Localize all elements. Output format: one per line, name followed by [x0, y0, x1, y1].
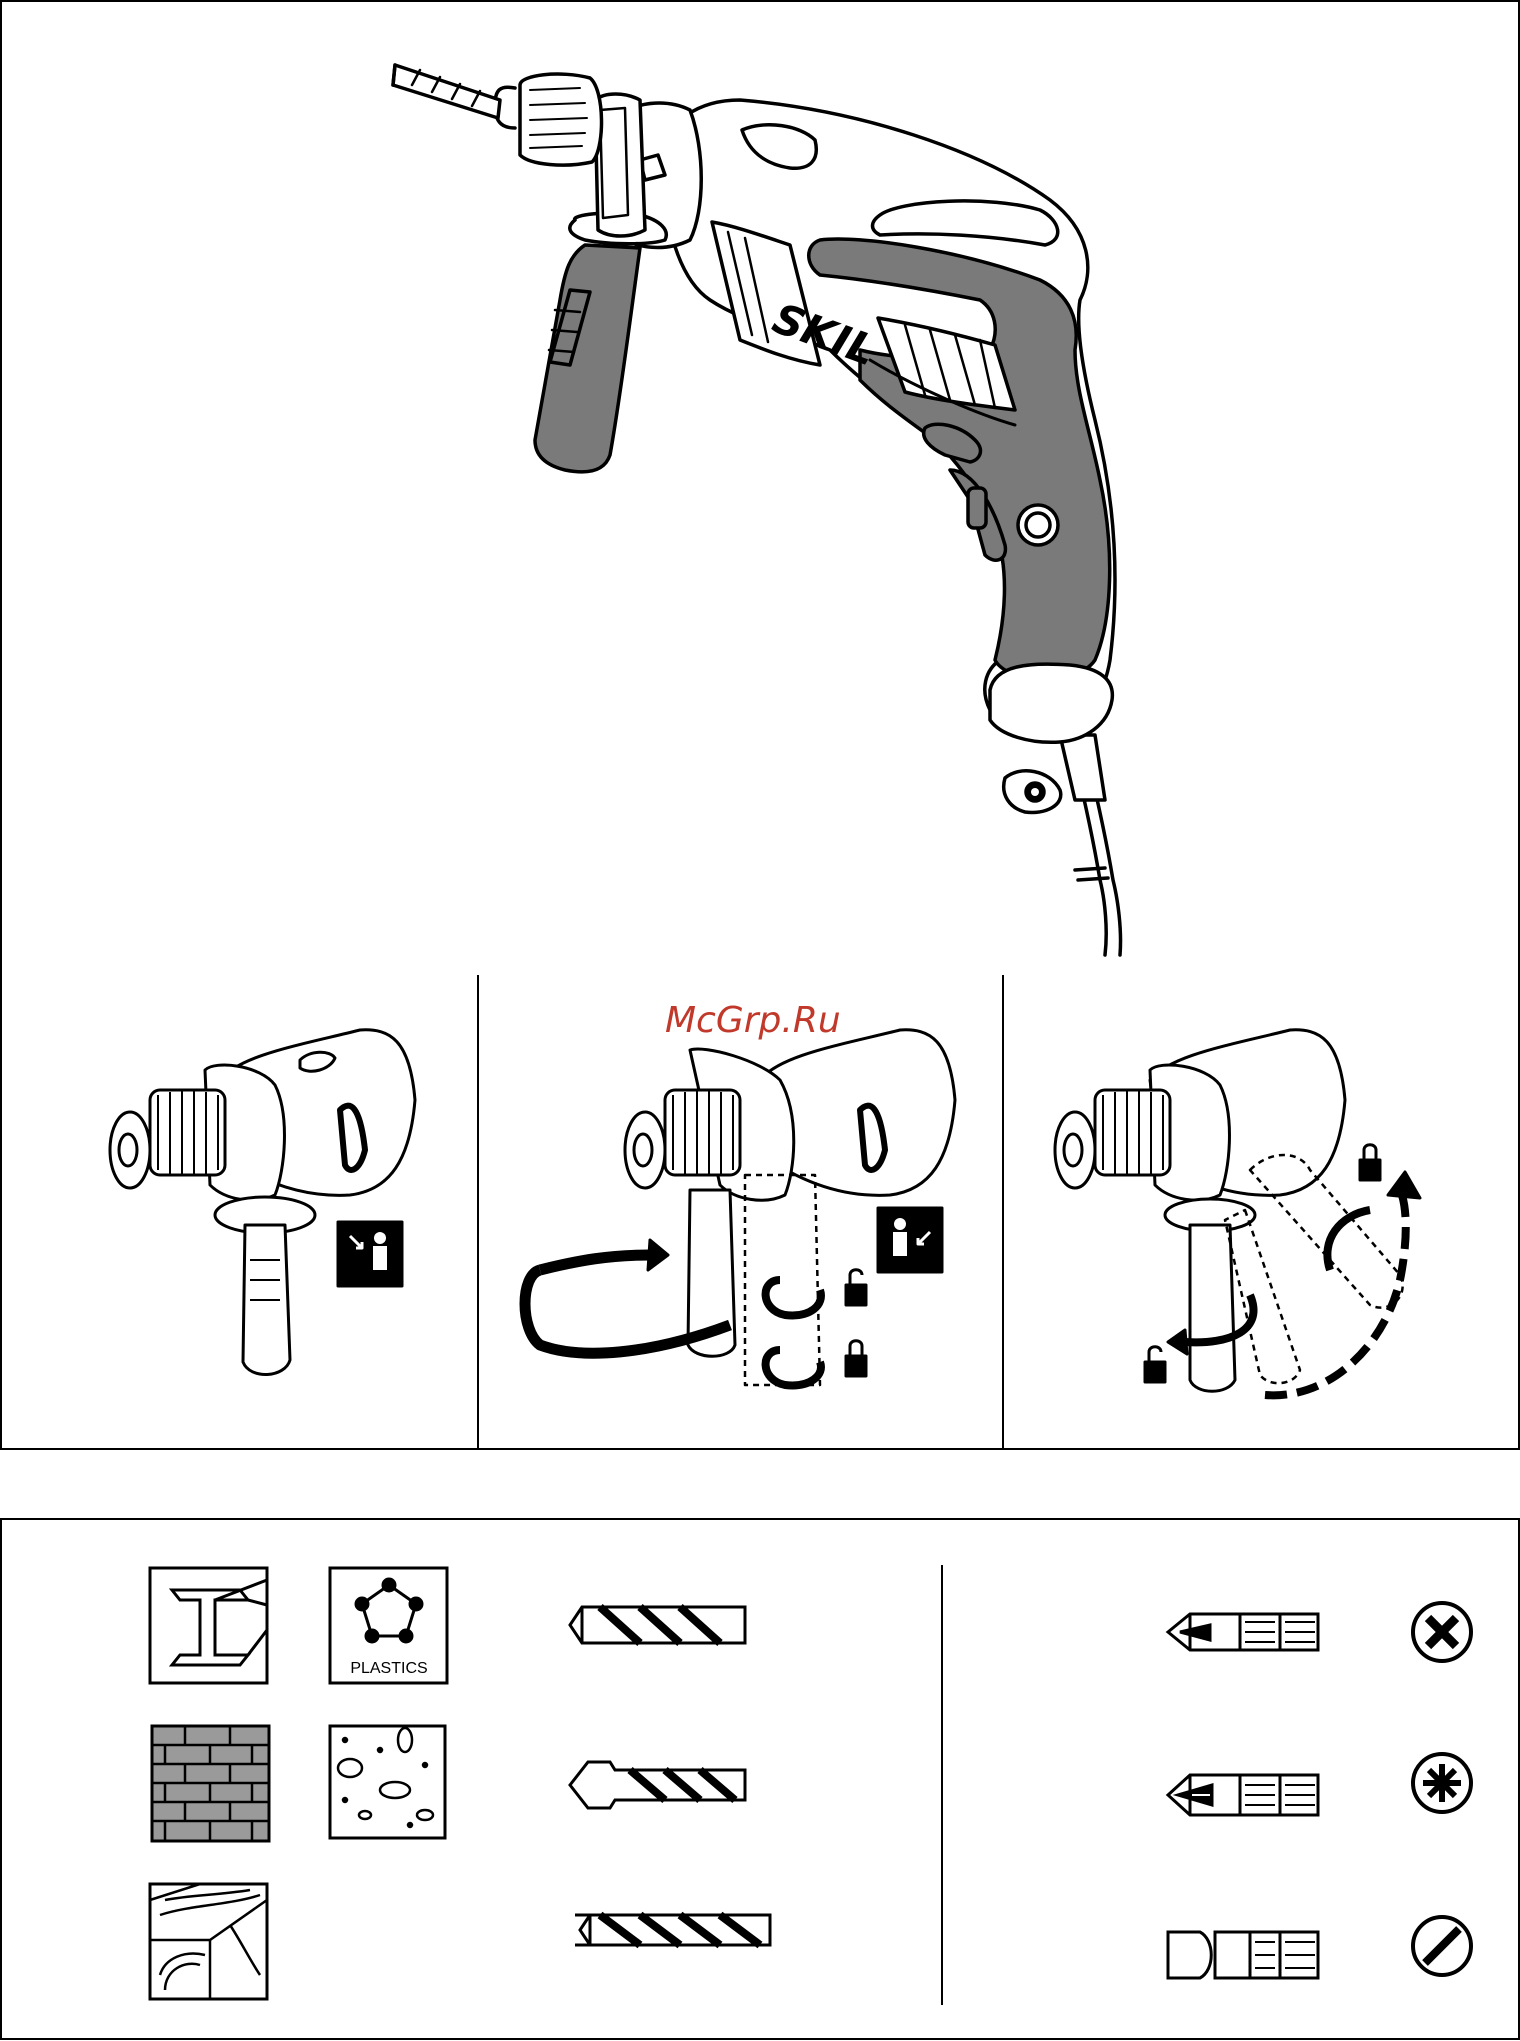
panel-mount-side-handle	[525, 1030, 955, 1386]
metal-drill-bit-icon	[570, 1607, 745, 1643]
unlock-icon	[846, 1270, 866, 1305]
concrete-material-icon	[330, 1726, 445, 1838]
wood-drill-bit-icon	[575, 1915, 770, 1945]
unlock-icon	[1145, 1347, 1165, 1382]
panel-rotate-side-handle	[1055, 1030, 1420, 1396]
phillips-bit-icon	[1168, 1614, 1318, 1650]
main-drill-illustration: SKIL	[393, 65, 1121, 955]
panel-drill-with-side-handle	[110, 1030, 415, 1375]
metal-material-icon	[150, 1568, 267, 1683]
plastics-label: PLASTICS	[350, 1660, 427, 1677]
slotted-screw-head-icon	[1413, 1917, 1471, 1975]
masonry-material-icon	[152, 1726, 269, 1841]
phillips-screw-head-icon	[1413, 1603, 1471, 1661]
lock-icon	[846, 1341, 866, 1376]
slotted-bit-icon	[1168, 1932, 1318, 1978]
wood-material-icon	[150, 1884, 267, 1999]
wear-protection-icon	[338, 1222, 402, 1286]
pozidriv-screw-head-icon	[1413, 1754, 1471, 1812]
plastics-material-icon: PLASTICS	[330, 1568, 447, 1683]
wear-protection-icon	[878, 1208, 942, 1272]
watermark: McGrp.Ru	[665, 1000, 841, 1041]
cord-clip-gear-icon	[1026, 783, 1044, 801]
pozidriv-bit-icon	[1168, 1775, 1318, 1815]
masonry-drill-bit-icon	[570, 1762, 745, 1808]
lock-icon	[1360, 1145, 1380, 1180]
